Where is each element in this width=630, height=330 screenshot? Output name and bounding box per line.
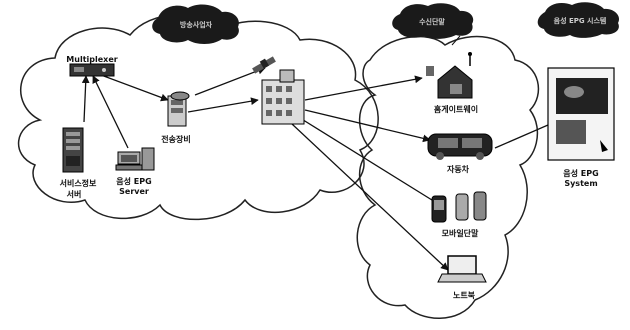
car-label: 자동차	[447, 164, 470, 174]
epg-server-label-1: 음성 EPG	[116, 176, 151, 186]
transmission-label: 전송장비	[161, 134, 190, 144]
home-gateway-icon	[426, 52, 472, 98]
epg-system-label-1: 음성 EPG	[563, 168, 598, 178]
epg-workstation-icon	[116, 148, 154, 170]
bubble-broadcaster: 방송사업자	[152, 5, 239, 44]
epg-system-screen-icon	[548, 68, 614, 160]
service-info-label-2: 서버	[67, 189, 82, 199]
satellite-icon	[252, 56, 276, 73]
bubble-epg-system-label: 음성 EPG 시스템	[554, 16, 607, 25]
bubble-epg-system: 음성 EPG 시스템	[538, 2, 619, 38]
server-tower-icon	[63, 128, 83, 172]
home-gateway-label: 홈게이트웨이	[434, 104, 478, 114]
epg-server-label-2: Server	[119, 187, 149, 196]
multiplexer-label: Multiplexer	[66, 55, 117, 64]
epg-system-label-2: System	[564, 179, 597, 188]
multiplexer-icon	[70, 64, 114, 76]
mobile-label: 모바일단말	[442, 228, 479, 238]
mobile-phones-icon	[432, 192, 486, 222]
car-icon	[428, 134, 492, 160]
broadcaster-cloud	[19, 15, 379, 220]
broadcast-building-icon	[262, 70, 304, 124]
notebook-label: 노트북	[453, 290, 476, 300]
notebook-icon	[438, 256, 486, 282]
transmitter-icon	[168, 92, 189, 126]
service-info-label-1: 서비스정보	[60, 178, 97, 188]
bubble-receivers-label: 수신단말	[419, 17, 445, 26]
bubble-broadcaster-label: 방송사업자	[180, 20, 213, 29]
